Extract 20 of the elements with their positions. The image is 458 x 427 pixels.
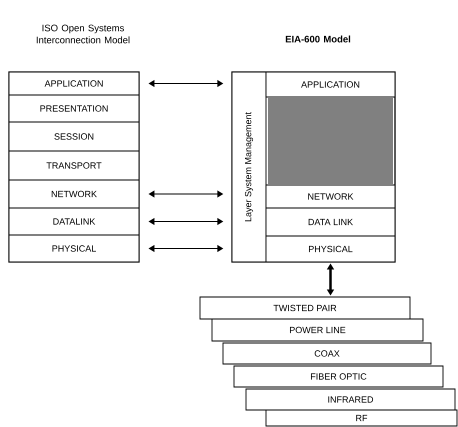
medium-bar: INFRARED bbox=[246, 388, 456, 410]
node-label: EIA-600 Model bbox=[286, 36, 350, 42]
medium-bar: COAX bbox=[222, 342, 432, 364]
node-label: ISO Open Systems Interconnection Model bbox=[36, 24, 130, 44]
shaded-block bbox=[268, 98, 393, 184]
layer-box: APPLICATION bbox=[8, 72, 140, 96]
medium-bar: FIBER OPTIC bbox=[234, 366, 444, 388]
layer-box: SESSION bbox=[8, 122, 140, 152]
layer-box: DATALINK bbox=[8, 208, 140, 236]
medium-bar: TWISTED PAIR bbox=[200, 296, 410, 320]
medium-bar: POWER LINE bbox=[212, 318, 424, 342]
layer-box: PHYSICAL bbox=[8, 234, 140, 262]
medium-bar: RF bbox=[266, 410, 458, 426]
layer-box: TRANSPORT bbox=[8, 150, 140, 180]
layer-box: PHYSICAL bbox=[266, 236, 396, 262]
layer-box: DATA LINK bbox=[266, 208, 396, 236]
layer-box: NETWORK bbox=[266, 184, 396, 208]
layer-box: PRESENTATION bbox=[8, 94, 140, 122]
layer-box: APPLICATION bbox=[266, 72, 396, 98]
layer-box: NETWORK bbox=[8, 180, 140, 208]
